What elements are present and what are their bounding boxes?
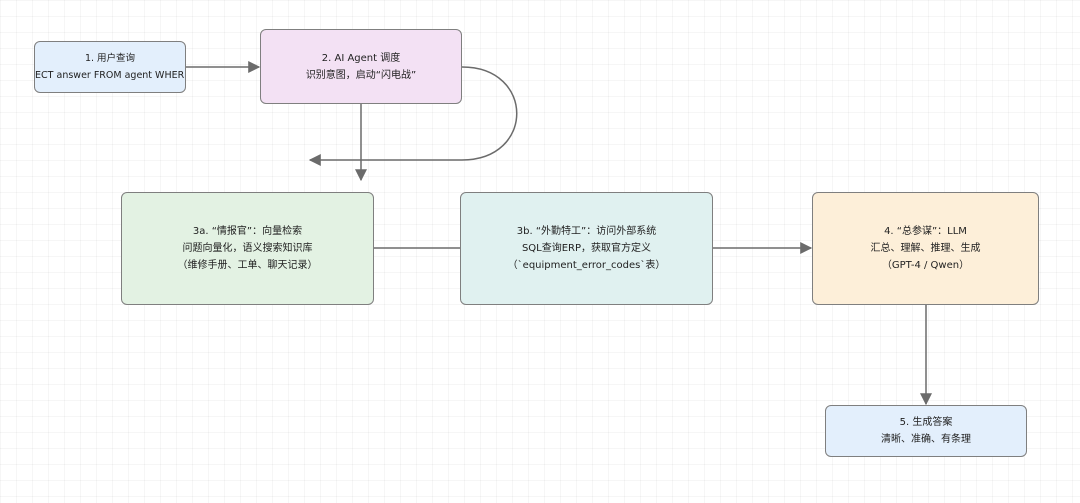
node-llm[interactable]: 4. “总参谋”：LLM 汇总、理解、推理、生成 （GPT-4 / Qwen） <box>812 192 1039 305</box>
node-vector-search[interactable]: 3a. “情报官”：向量检索 问题向量化，语义搜索知识库 （维修手册、工单、聊天… <box>121 192 374 305</box>
node-llm-title: 4. “总参谋”：LLM <box>884 226 967 237</box>
node-external-system-text-2: （`equipment_error_codes`表） <box>507 260 666 271</box>
node-vector-search-title: 3a. “情报官”：向量检索 <box>192 226 303 237</box>
node-user-query-text: SELECT answer FROM agent WHERE ... <box>35 70 185 81</box>
node-user-query[interactable]: 1. 用户查询 SELECT answer FROM agent WHERE .… <box>34 41 186 93</box>
node-ai-agent-text: 识别意图，启动“闪电战” <box>305 69 417 81</box>
node-external-system-text-1: SQL查询ERP，获取官方定义 <box>521 243 652 254</box>
node-answer-text: 清晰、准确、有条理 <box>881 434 971 445</box>
node-answer[interactable]: 5. 生成答案 清晰、准确、有条理 <box>825 405 1027 457</box>
node-ai-agent[interactable]: 2. AI Agent 调度 识别意图，启动“闪电战” <box>260 29 462 104</box>
node-user-query-title: 1. 用户查询 <box>84 53 136 64</box>
node-llm-text-2: （GPT-4 / Qwen） <box>881 260 970 271</box>
node-answer-title: 5. 生成答案 <box>899 417 953 428</box>
node-ai-agent-title: 2. AI Agent 调度 <box>321 52 401 64</box>
node-vector-search-text-1: 问题向量化，语义搜索知识库 <box>182 243 313 254</box>
node-external-system[interactable]: 3b. “外勤特工”：访问外部系统 SQL查询ERP，获取官方定义 （`equi… <box>460 192 713 305</box>
node-llm-text-1: 汇总、理解、推理、生成 <box>870 243 981 254</box>
node-vector-search-text-2: （维修手册、工单、聊天记录） <box>177 260 318 271</box>
node-external-system-title: 3b. “外勤特工”：访问外部系统 <box>516 226 657 237</box>
